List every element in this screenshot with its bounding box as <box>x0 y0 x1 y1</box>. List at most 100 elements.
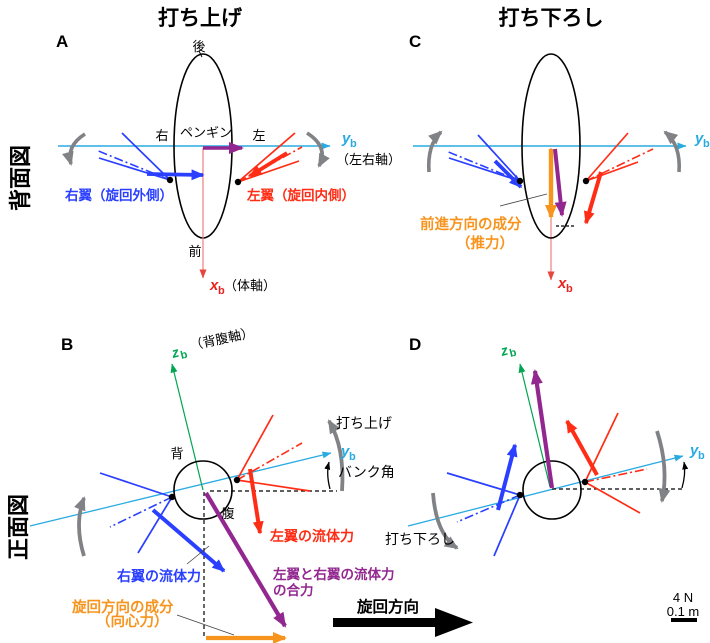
panel-d-letter: D <box>409 335 421 354</box>
resultant-force-arrow <box>553 148 567 217</box>
stroke-direction-arrow-left <box>431 492 459 550</box>
y-axis-line <box>29 451 332 527</box>
left-wing-dashed <box>585 148 654 182</box>
z-axis-note-group: （背腹軸） <box>189 325 256 353</box>
left-wing-edge-1 <box>585 132 629 182</box>
resultant-label-line2: の合力 <box>273 582 314 598</box>
blue-force-leader-line <box>186 545 210 565</box>
y-axis-sub: b <box>703 138 710 150</box>
bank-angle-arc <box>324 461 331 490</box>
left-wing-edge-2 <box>584 481 641 514</box>
panel-b-letter: B <box>61 335 73 354</box>
y-axis-label: y <box>689 442 699 459</box>
right-wing-force-arrow <box>496 443 518 511</box>
label-left-side: 左 <box>252 128 265 143</box>
thrust-label-line2: （推力） <box>456 234 514 252</box>
right-wing-force-label: 右翼の流体力 <box>116 568 201 584</box>
right-wing-edge-1 <box>477 134 521 182</box>
left-wing-force-arrow <box>583 171 603 225</box>
x-axis-sub: b <box>566 283 573 295</box>
left-wing-edge-1 <box>236 414 274 481</box>
thrust-label-line1: 前進方向の成分 <box>420 215 522 233</box>
y-axis-label: y <box>694 130 704 147</box>
centripetal-leader-line <box>176 614 235 636</box>
upstroke-label: 打ち上げ <box>336 415 392 431</box>
left-wing-dashed <box>584 468 648 483</box>
right-wing-edge-1 <box>446 472 521 496</box>
z-axis-label-group: z b <box>498 342 518 360</box>
rotation-arrow-right <box>305 131 330 168</box>
left-wing-edge-2 <box>236 479 311 492</box>
footer: 旋回方向 4 N 0.1 m <box>333 590 699 637</box>
y-axis-label: y <box>341 130 351 147</box>
left-wing-force-arrow <box>565 419 599 476</box>
left-shoulder-dot <box>234 178 242 186</box>
y-axis-sub: b <box>349 451 356 463</box>
panel-c-letter: C <box>409 32 421 51</box>
label-ventral: 腹 <box>221 506 234 521</box>
x-axis-note: （体軸） <box>224 278 276 293</box>
left-shoulder-dot <box>233 476 241 484</box>
title-upstroke: 打ち上げ <box>158 7 243 30</box>
resultant-force-arrow <box>530 369 555 489</box>
y-axis-line <box>407 454 684 527</box>
rotation-arrow-left <box>74 496 86 557</box>
turn-direction-arrow <box>333 608 473 637</box>
left-wing-edge-2 <box>237 160 300 183</box>
z-axis-sub: b <box>179 349 189 362</box>
left-wing-force-arrow <box>248 468 264 535</box>
right-shoulder-dot <box>516 491 524 499</box>
y-axis-note: （左右軸） <box>336 152 401 167</box>
left-wing-force-arrow <box>248 151 289 178</box>
label-rear: 後 <box>192 39 205 54</box>
resultant-label-line1: 左翼と右翼の流体力 <box>272 566 395 582</box>
rotation-arrow-right <box>655 430 671 503</box>
label-dorsal: 背 <box>170 446 183 461</box>
label-front: 前 <box>188 244 201 259</box>
right-wing-dashed <box>456 494 521 523</box>
title-downstroke: 打ち下ろし <box>499 7 604 30</box>
panel-d-front-view-downstroke: D z b y b 打ち下ろし <box>385 335 705 557</box>
y-axis-label: y <box>340 443 350 460</box>
rotation-arrow-left <box>426 130 443 173</box>
z-axis-line <box>518 363 551 488</box>
x-axis-label: x <box>209 277 219 294</box>
left-wing-dashed <box>236 442 303 481</box>
rotation-arrow-right <box>663 130 682 173</box>
left-shoulder-dot <box>582 177 590 185</box>
panel-c-back-view-downstroke: C y b x b 前進方向の成分 （推力） <box>409 32 710 295</box>
label-right-side: 右 <box>155 128 168 143</box>
right-wing-force-arrow <box>151 508 226 573</box>
x-axis-sub: b <box>218 285 225 297</box>
right-shoulder-dot <box>166 176 174 184</box>
z-axis-note: （背腹軸） <box>189 325 256 353</box>
right-wing-force-arrow <box>146 169 205 181</box>
svg-text:背面図: 背面図 <box>8 145 33 211</box>
length-scale-label: 0.1 m <box>667 604 700 619</box>
penguin-body-outline <box>522 460 582 520</box>
left-wing-edge-1 <box>584 412 619 483</box>
left-wing-edge-2 <box>585 161 639 182</box>
right-wing-edge-1 <box>121 132 171 181</box>
penguin-body-outline <box>521 53 581 239</box>
right-wing-edge-2 <box>448 157 521 182</box>
panel-a-back-view-upstroke: A 後 右 左 ペンギン 前 y b （左右軸） x b （体軸） 右翼（旋回外… <box>56 32 401 297</box>
y-axis-sub: b <box>698 450 705 462</box>
bank-angle-label: バンク角 <box>338 464 395 480</box>
scale-bar <box>671 618 697 622</box>
centripetal-label-line2: （向心力） <box>96 612 169 630</box>
thrust-leader-line <box>499 193 548 207</box>
right-wing-edge-2 <box>493 494 521 557</box>
right-shoulder-dot <box>516 177 524 185</box>
right-wing-label: 右翼（旋回外側） <box>65 187 173 203</box>
left-wing-edge-1 <box>237 132 296 183</box>
z-axis-label-group: z b <box>169 344 189 362</box>
y-axis-sub: b <box>350 138 357 150</box>
z-axis-sub: b <box>508 347 518 360</box>
z-axis-line <box>170 363 204 491</box>
label-penguin: ペンギン <box>180 125 232 140</box>
svg-text:正面図: 正面図 <box>6 494 31 560</box>
stroke-direction-arrow <box>327 419 345 492</box>
centripetal-label-line1: 旋回方向の成分 <box>71 598 174 616</box>
